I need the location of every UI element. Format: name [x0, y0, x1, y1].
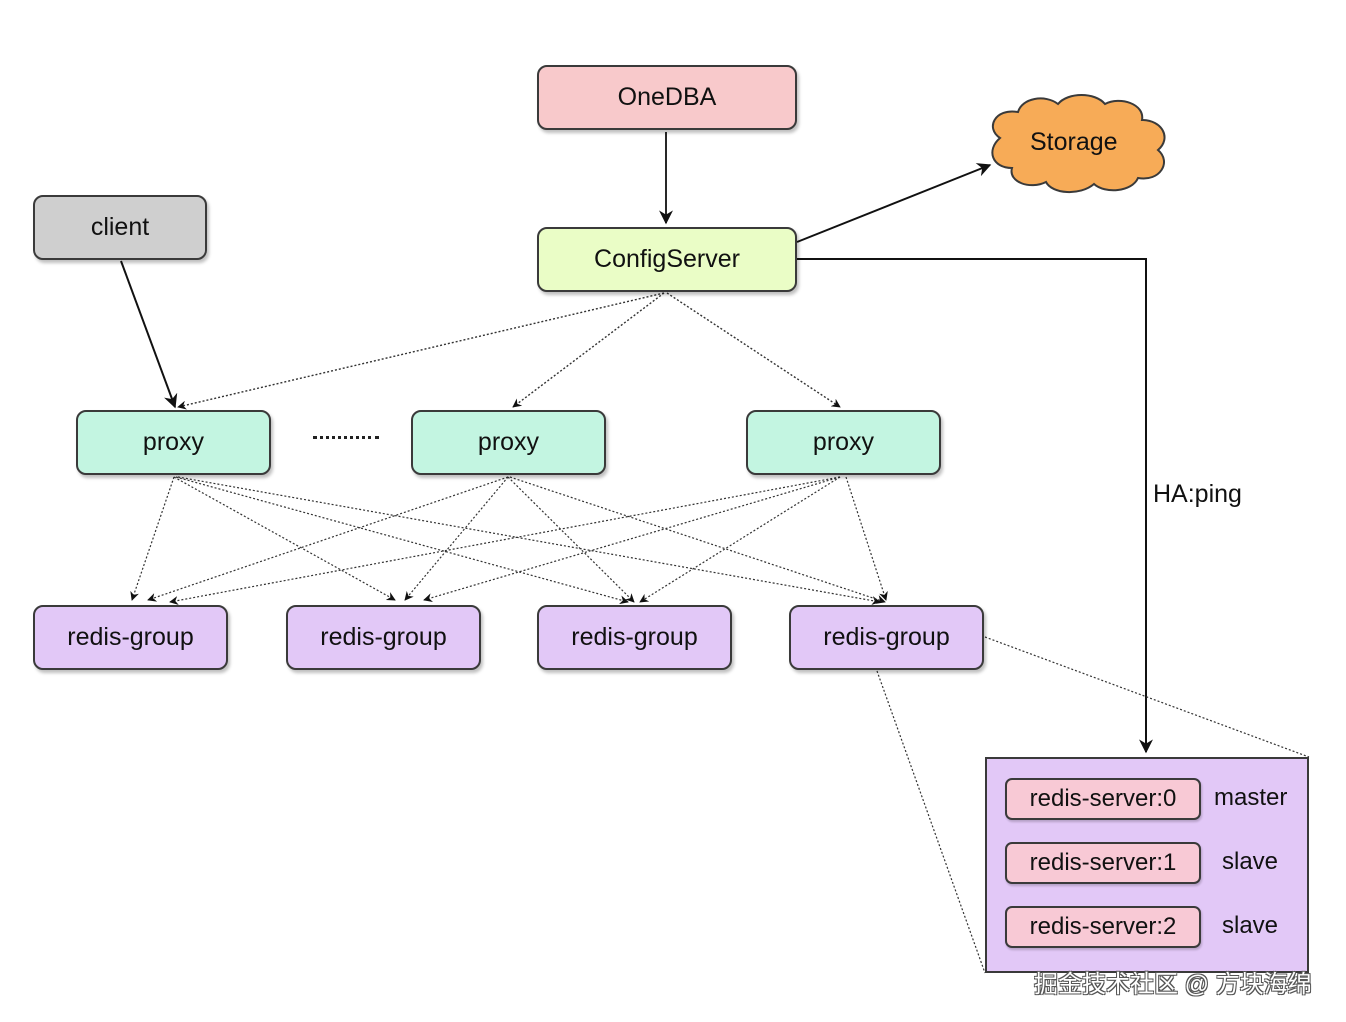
edge-config-proxy2 — [512, 292, 665, 408]
edge-ha-ping — [797, 258, 1153, 754]
client-node: client — [33, 195, 207, 260]
proxy-ellipsis — [313, 436, 379, 439]
configserver-node: ConfigServer — [537, 227, 797, 292]
zoom-line-bottom — [876, 670, 986, 974]
redis-group-node-2: redis-group — [286, 605, 481, 670]
edge-p3-rg3 — [639, 476, 841, 603]
redis-server-1-role: slave — [1222, 848, 1279, 875]
redis-server-2: redis-server:2 — [1005, 906, 1201, 948]
edge-p2-rg1 — [147, 476, 509, 602]
redis-group-node-4: redis-group — [789, 605, 984, 670]
edge-client-proxy — [120, 260, 178, 409]
edge-configserver-storage — [796, 163, 992, 243]
edge-p2-rg3 — [507, 476, 635, 603]
edge-p2-rg4 — [509, 476, 886, 604]
proxy-node-3: proxy — [746, 410, 941, 475]
redis-server-0-role: master — [1214, 784, 1288, 811]
redis-group-node-3: redis-group — [537, 605, 732, 670]
redis-group-node-1: redis-group — [33, 605, 228, 670]
edge-config-proxy1 — [177, 292, 665, 410]
redis-server-2-role: slave — [1222, 912, 1279, 939]
onedba-node: OneDBA — [537, 65, 797, 130]
edge-p2-rg2 — [404, 476, 509, 601]
storage-cloud — [991, 94, 1166, 193]
edge-p3-rg1 — [169, 476, 841, 605]
redis-server-1: redis-server:1 — [1005, 842, 1201, 884]
proxy-node-1: proxy — [76, 410, 271, 475]
edge-config-proxy3 — [666, 292, 841, 408]
zoom-line-top — [984, 636, 1310, 758]
redis-server-0: redis-server:0 — [1005, 778, 1201, 820]
ha-ping-label: HA:ping — [1153, 480, 1242, 508]
watermark: 掘金技术社区 @ 方块海绵 — [1034, 971, 1312, 998]
edge-p3-rg2 — [423, 476, 841, 603]
storage-label: Storage — [1030, 128, 1118, 156]
edge-p1-rg4 — [177, 476, 881, 606]
edge-p1-rg1 — [130, 476, 175, 601]
edge-p1-rg3 — [175, 476, 629, 605]
proxy-node-2: proxy — [411, 410, 606, 475]
edge-p3-rg4 — [845, 476, 888, 601]
